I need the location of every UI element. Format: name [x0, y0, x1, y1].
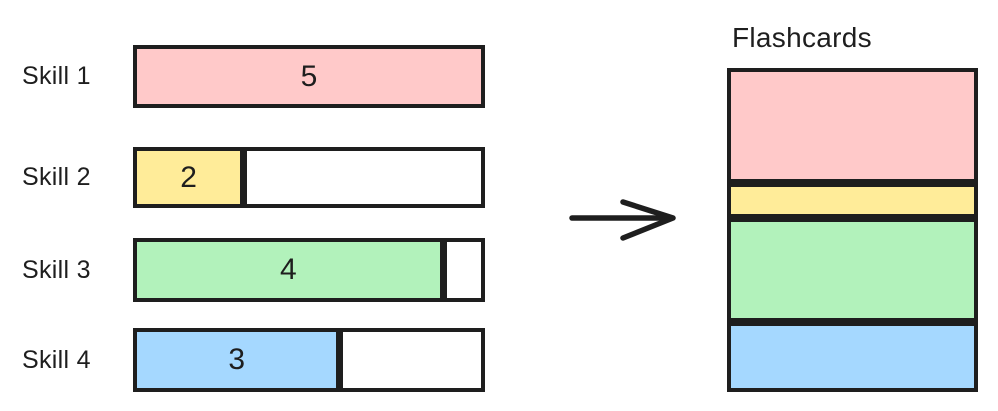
skill-2-bar: 2: [133, 147, 485, 208]
skill-1-value: 5: [300, 59, 318, 93]
flashcards-title: Flashcards: [732, 22, 872, 53]
skill-2-bar-fill: 2: [137, 151, 248, 204]
skill-1-bar-fill: 5: [137, 49, 481, 104]
skill-2-bar-empty: [247, 151, 481, 204]
flashcards-stack: [727, 68, 978, 392]
flashcards-segment-skill-4: [727, 322, 978, 392]
skill-4-bar-empty: [343, 332, 481, 388]
skill-4-label: Skill 4: [22, 345, 91, 374]
skill-3-bar-fill: 4: [137, 242, 447, 298]
skill-4-bar-fill: 3: [137, 332, 344, 388]
skill-4-value: 3: [228, 343, 246, 376]
flashcards-segment-skill-3: [727, 218, 978, 322]
skill-2-value: 2: [180, 160, 197, 194]
skill-3-label: Skill 3: [22, 255, 91, 284]
skill-1-label: Skill 1: [22, 62, 91, 90]
skill-3-value: 4: [279, 253, 297, 286]
flashcards-segment-skill-2: [727, 183, 978, 218]
skill-3-bar: 4: [133, 238, 485, 302]
skill-3-bar-empty: [446, 242, 481, 298]
skill-2-label: Skill 2: [22, 163, 91, 191]
right-arrow-icon: [565, 189, 683, 251]
skill-1-bar: 5: [133, 45, 485, 108]
skill-4-bar: 3: [133, 328, 485, 392]
flashcards-segment-skill-1: [727, 68, 978, 183]
